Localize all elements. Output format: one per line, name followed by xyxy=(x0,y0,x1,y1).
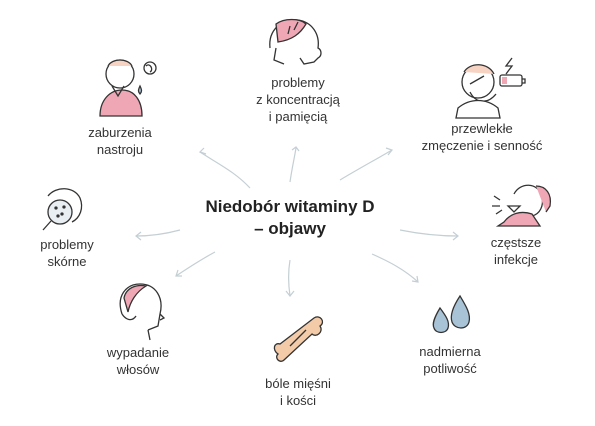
skin-magnifier-icon xyxy=(42,188,83,231)
label-fatigue: przewlekłe zmęczenie i senność xyxy=(421,121,543,153)
title-line-1: Niedobór witaminy D xyxy=(205,197,375,216)
bald-head-icon xyxy=(119,283,166,341)
sweat-drops-icon xyxy=(432,294,471,334)
label-pain: bóle mięśni i kości xyxy=(265,376,331,408)
diagram-title: Niedobór witaminy D – objawy xyxy=(180,196,400,240)
connector-arrows xyxy=(135,147,459,297)
arrow-infections xyxy=(399,229,459,237)
arrow-heads xyxy=(135,146,459,297)
label-hairloss: wypadanie włosów xyxy=(106,345,170,377)
sad-person-icon xyxy=(99,59,157,117)
arrow-sweating xyxy=(371,253,419,283)
arrow-skin xyxy=(135,229,181,237)
label-sweating: nadmierna potliwość xyxy=(419,344,481,376)
label-concentration: problemy z koncentracją i pamięcią xyxy=(256,75,340,124)
tired-person-icon xyxy=(455,57,526,119)
arrow-mood xyxy=(199,151,251,189)
label-infections: częstsze infekcje xyxy=(490,235,542,267)
sneezing-person-icon xyxy=(492,184,552,227)
title-line-2: – objawy xyxy=(254,219,326,238)
arrow-pain xyxy=(287,259,291,297)
label-skin: problemy skórne xyxy=(40,237,94,269)
label-mood: zaburzenia nastroju xyxy=(88,125,152,157)
arrow-fatigue xyxy=(339,149,393,181)
bone-icon xyxy=(273,316,324,362)
arrow-hairloss xyxy=(175,251,216,277)
head-concentration-icon xyxy=(269,18,322,65)
arrow-concentration xyxy=(289,147,297,183)
